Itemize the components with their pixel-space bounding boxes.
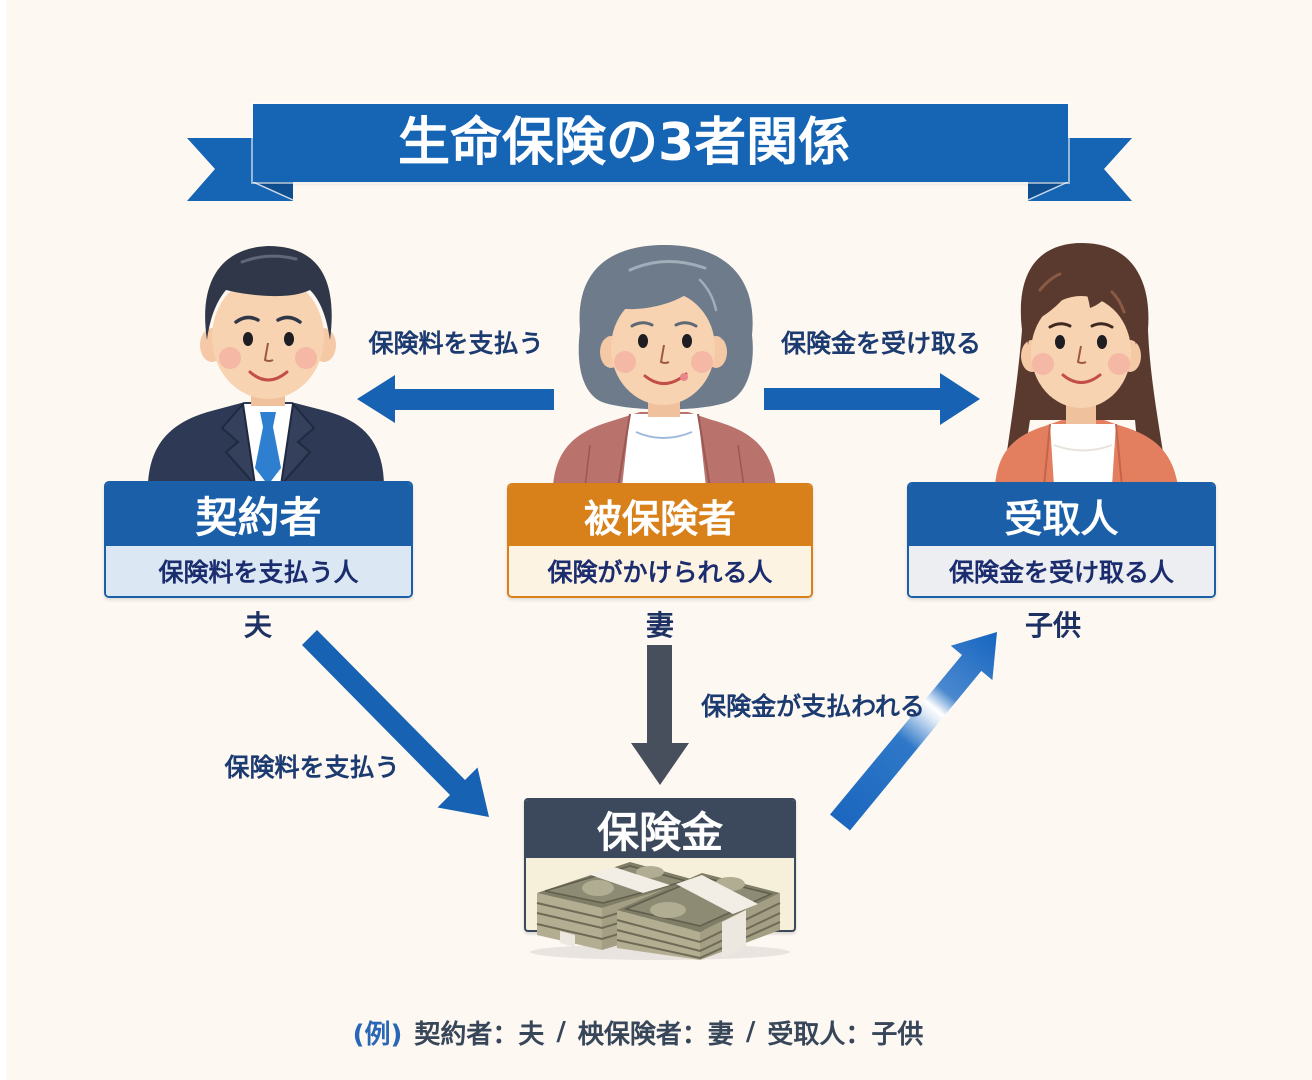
example-contractor: 契約者：夫 — [414, 1019, 545, 1050]
insurance-benefit-title: 保険金 — [526, 800, 794, 858]
flow-label-premium-bottom: 保険料を支払う — [224, 753, 400, 782]
wife-illustration — [553, 245, 776, 488]
insured-title: 被保険者 — [509, 485, 811, 546]
beneficiary-title: 受取人 — [909, 484, 1214, 546]
arrow-contractor-to-insurance — [302, 630, 489, 817]
beneficiary-description: 保険金を受け取る人 — [909, 546, 1214, 596]
blouse — [622, 414, 706, 487]
insured-card: 被保険者 保険がかけられる人 — [507, 483, 813, 598]
beneficiary-person-label: 子供 — [1024, 609, 1081, 642]
example-caption: (例) 契約者：夫 / 柍保険者：妻 / 受取人：子供 — [0, 1012, 1276, 1052]
page-edge — [0, 0, 6, 1080]
contractor-description: 保険料を支払う人 — [106, 546, 411, 596]
example-insured: 柍保険者：妻 — [577, 1019, 734, 1050]
husband-illustration — [148, 246, 384, 489]
arrow-insured-to-insurance — [631, 645, 689, 785]
insurance-benefit-card: 保険金 — [524, 798, 796, 932]
tie-knot — [260, 412, 276, 427]
insured-description: 保険がかけられる人 — [509, 546, 811, 596]
contractor-card: 契約者 保険料を支払う人 — [104, 481, 413, 598]
contractor-person-label: 夫 — [243, 609, 272, 642]
beneficiary-card: 受取人 保険金を受け取る人 — [907, 482, 1216, 598]
arrow-insurance-to-beneficiary — [830, 632, 997, 831]
shirt — [1050, 424, 1116, 486]
face — [212, 275, 324, 399]
fringe — [605, 266, 723, 340]
flow-label-premium-top: 保険料を支払う — [368, 329, 544, 358]
title-banner: 生命保険の3者関係 — [253, 104, 1068, 182]
insured-person-label: 妻 — [645, 609, 674, 642]
page-title: 生命保険の3者関係 — [398, 113, 851, 173]
example-separator: / — [745, 1017, 756, 1047]
example-prefix: (例) — [352, 1019, 403, 1050]
flow-label-paid: 保険金が支払われる — [701, 692, 925, 721]
example-beneficiary: 受取人：子供 — [767, 1019, 924, 1050]
fringe — [1027, 262, 1137, 345]
arrow-insured-to-beneficiary — [764, 373, 980, 425]
child-illustration — [995, 243, 1178, 487]
hair — [205, 246, 332, 340]
example-separator: / — [556, 1017, 566, 1047]
arrow-insured-to-contractor — [357, 375, 554, 423]
contractor-title: 契約者 — [106, 483, 411, 546]
flow-label-receive: 保険金を受け取る — [780, 329, 982, 358]
tie — [255, 427, 281, 485]
